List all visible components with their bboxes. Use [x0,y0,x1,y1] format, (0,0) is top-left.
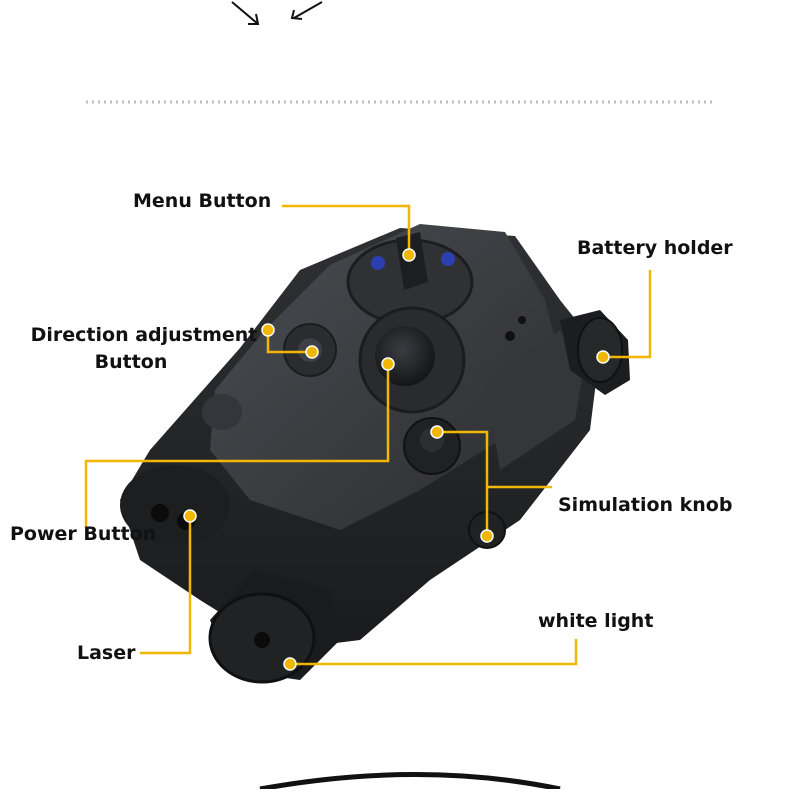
screw-left-icon [371,256,385,270]
arrow-right-head-icon [290,9,303,20]
callout-dots [183,248,610,671]
callout-menu-line [282,204,411,254]
dot-white-light [283,657,297,671]
arrow-right-icon [293,1,323,19]
callout-whitelight-line [290,639,578,666]
cable [259,772,561,792]
label-direction-line1: Direction adjustment [30,324,258,346]
device-body [120,224,630,684]
callout-power-line [84,364,390,528]
dot-direction [305,345,319,359]
dot-battery [596,350,610,364]
callout-battery-line [603,270,652,359]
dot-direction-top [261,323,275,337]
dot-laser [183,509,197,523]
dot-menu [402,248,416,262]
callout-lines [84,204,652,666]
label-direction-line2: Button [94,351,168,373]
label-menu-button: Menu Button [133,190,272,212]
label-simulation-knob: Simulation knob [558,494,733,516]
label-white-light: white light [538,610,654,632]
top-arrows [231,1,323,25]
arrow-left-head-icon [248,13,260,25]
arrow-left-icon [231,1,259,25]
label-battery-holder: Battery holder [577,237,733,259]
screw-right-icon [441,252,455,266]
label-power-button: Power Button [10,523,157,545]
dot-power [381,357,395,371]
dot-simulation [480,529,494,543]
callout-simulation-line [437,430,489,536]
callout-laser-line [140,516,192,655]
label-laser: Laser [77,642,136,664]
callout-direction-line [266,333,312,354]
dot-simulation-top [430,425,444,439]
